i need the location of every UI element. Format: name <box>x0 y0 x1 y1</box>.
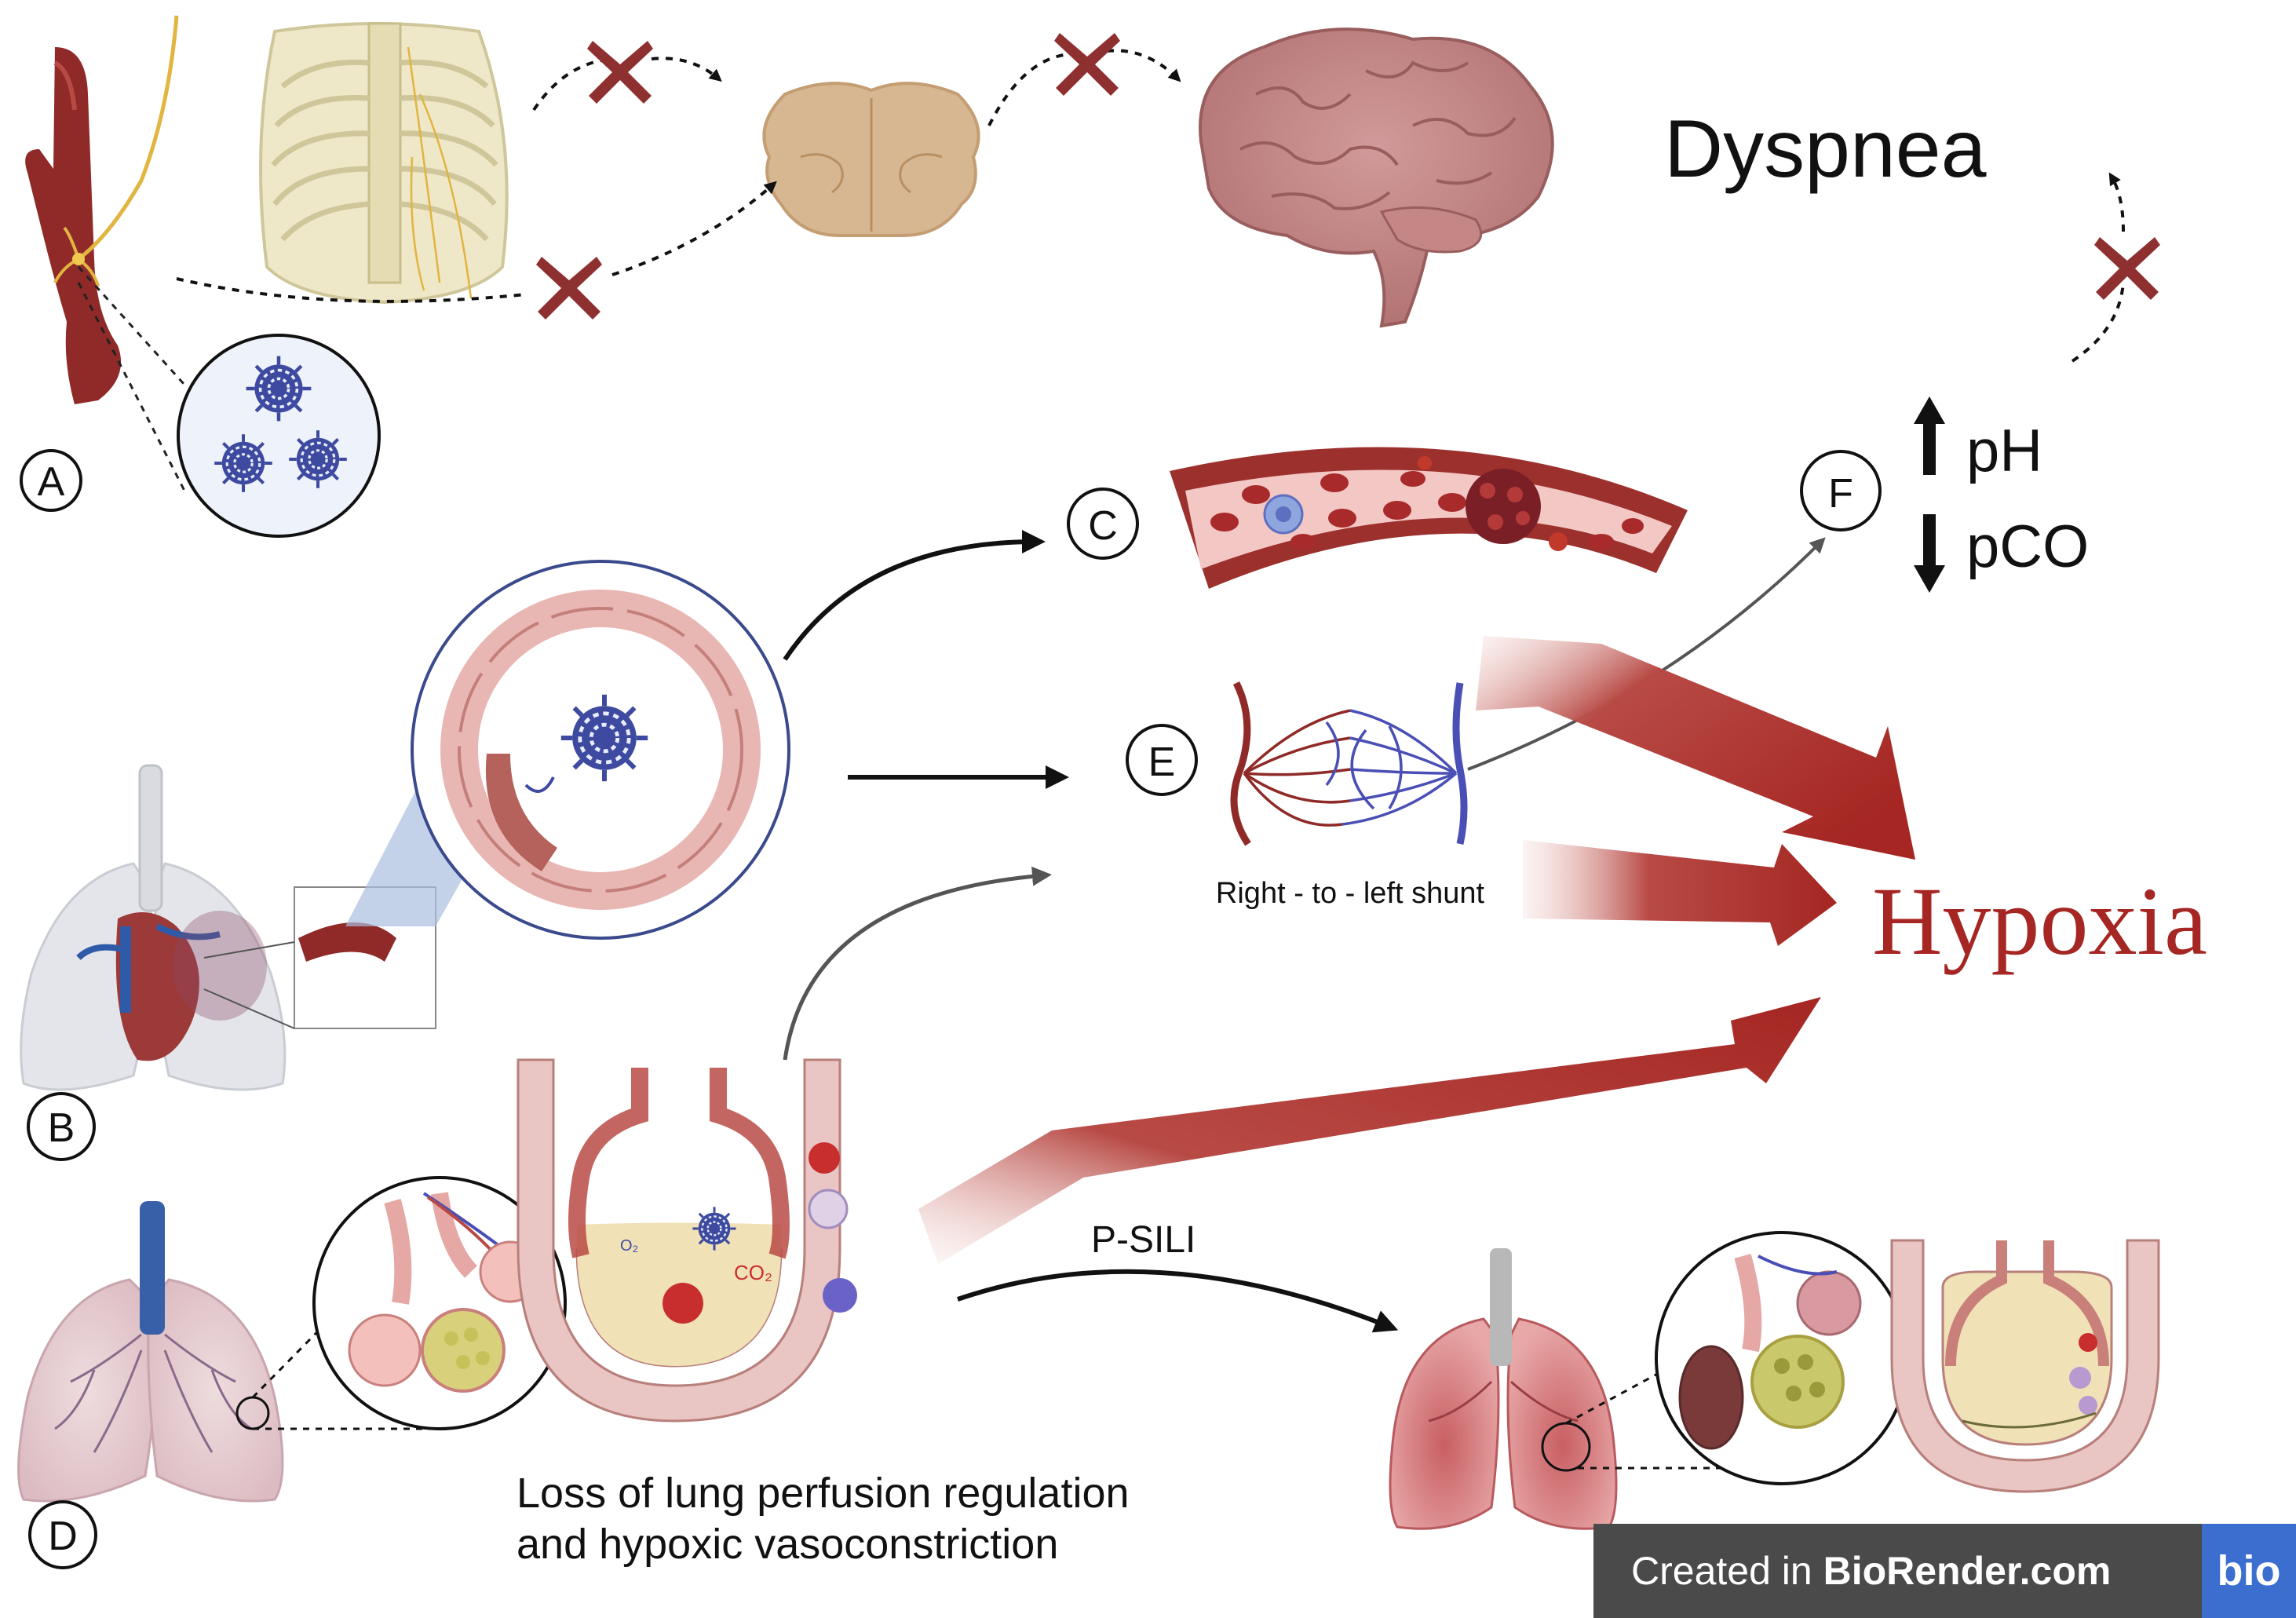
brainstem-icon <box>762 82 980 237</box>
zoom-line <box>203 988 295 1029</box>
label-e-badge: E <box>1126 724 1198 796</box>
dyspnea-label: Dyspnea <box>1664 104 1987 195</box>
arrow-alveolus-to-e <box>783 866 1052 1061</box>
label-f-badge: F <box>1800 450 1882 531</box>
ph-label: pH <box>1966 418 2042 484</box>
hypoxia-arrow-from-c <box>1476 636 1915 860</box>
watermark-prefix: Created in <box>1631 1549 1823 1593</box>
endothelium-zoom-circle <box>411 560 790 940</box>
pco-label: pCO <box>1966 513 2089 580</box>
watermark-text: Created in BioRender.com <box>1593 1548 2202 1594</box>
hypoxia-label: Hypoxia <box>1872 867 2207 975</box>
injured-lungs-icon <box>1389 1248 1618 1530</box>
p-sili-label: P-SILI <box>1091 1219 1195 1261</box>
blocked-pathway-arrow <box>176 277 527 303</box>
label-f-text: F <box>1828 471 1853 517</box>
injured-alveoli-zoom-circle <box>1655 1231 1909 1485</box>
blocked-x-icon <box>536 257 602 320</box>
shunt-label: Right - to - left shunt <box>1216 877 1485 910</box>
injured-alveolus-icon <box>1890 1239 2160 1493</box>
blocked-x-icon <box>1054 33 1120 96</box>
label-b-text: B <box>48 1105 75 1151</box>
capillary-network-icon <box>1230 681 1468 846</box>
alveolus-icon <box>517 1058 857 1423</box>
caption-line-1: Loss of lung perfusion regulation <box>517 1470 1130 1517</box>
blocked-x-icon <box>587 41 653 104</box>
lungs-heart-icon <box>20 764 287 1091</box>
label-c-text: C <box>1088 503 1118 549</box>
arrow-up-icon <box>1914 396 1945 475</box>
label-d-text: D <box>48 1514 78 1559</box>
arrow-down-icon <box>1914 514 1945 593</box>
ribcage-icon <box>259 22 509 305</box>
o2-label: O₂ <box>620 1237 638 1255</box>
label-a-text: A <box>38 459 65 505</box>
co2-label: CO₂ <box>734 1261 772 1284</box>
zoom-line <box>77 265 186 386</box>
biorender-logo-icon: bio <box>2202 1524 2296 1618</box>
blocked-pathway-arrow <box>2071 282 2125 363</box>
brain-icon <box>1199 27 1554 328</box>
zoom-line <box>77 282 186 491</box>
lungs-icon <box>17 1201 284 1503</box>
label-d-badge: D <box>28 1500 97 1569</box>
biorender-watermark: Created in BioRender.com bio <box>1593 1524 2296 1618</box>
caption-line-2: and hypoxic vasoconstriction <box>517 1521 1058 1568</box>
alveoli-zoom-circle <box>312 1176 567 1430</box>
arrow-to-c <box>783 530 1046 661</box>
blocked-pathway-arrow <box>611 181 777 276</box>
label-b-badge: B <box>27 1092 96 1161</box>
thrombosed-vessel-icon <box>1170 447 1688 589</box>
label-a-badge: A <box>20 449 82 512</box>
blocked-pathway-arrow <box>2108 172 2125 232</box>
blocked-x-icon <box>2094 237 2160 300</box>
blood-vessel-icon <box>298 922 396 962</box>
blocked-pathway-arrow <box>651 57 722 82</box>
label-c-badge: C <box>1067 488 1139 560</box>
blocked-pathway-arrow <box>1106 49 1181 82</box>
watermark-brand: BioRender.com <box>1823 1549 2112 1593</box>
hypoxia-arrow-from-alveolus <box>918 997 1821 1264</box>
carotid-vessel-icon <box>25 15 179 404</box>
label-e-text: E <box>1148 740 1176 785</box>
zoom-box <box>294 886 436 1029</box>
blocked-pathway-arrow <box>987 53 1064 126</box>
virus-zoom-circle <box>177 334 381 538</box>
zoom-line <box>203 941 295 959</box>
p-sili-arrow <box>957 1269 1399 1333</box>
hypoxia-arrow-from-e <box>1523 840 1837 946</box>
